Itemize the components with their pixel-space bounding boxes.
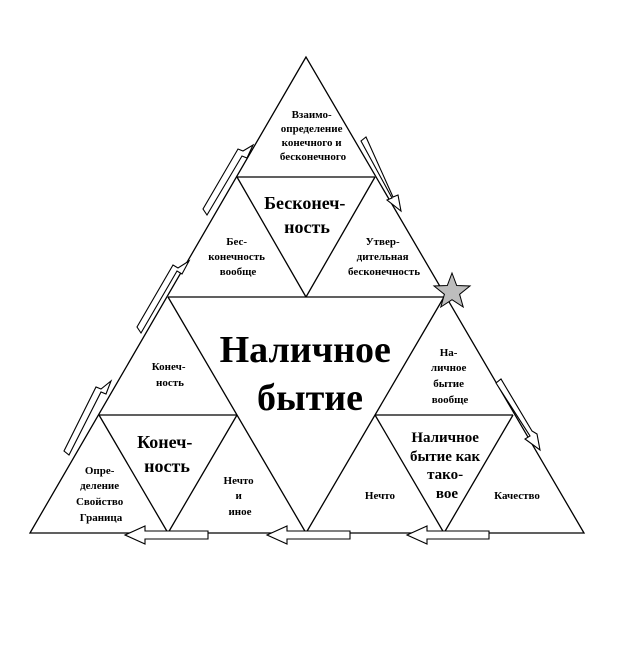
right-left-label: Нечто xyxy=(365,490,396,502)
label-line: Нечто xyxy=(224,475,255,487)
label-line: тако- xyxy=(427,467,463,483)
label-line: Бес- xyxy=(226,236,247,248)
label-line: личное xyxy=(431,362,467,374)
label-line: Нечто xyxy=(365,490,396,502)
center-title-line: бытие xyxy=(257,377,363,419)
label-line: ность xyxy=(144,456,190,476)
star-icon xyxy=(432,271,472,309)
hollow-arrow-icon xyxy=(136,259,191,335)
label-line: Опре- xyxy=(85,465,115,477)
label-line: Качество xyxy=(494,490,540,502)
label-line: Граница xyxy=(80,512,123,524)
hollow-arrow-icon xyxy=(63,379,113,456)
label-line: бытие xyxy=(433,378,464,390)
label-line: Взаимо- xyxy=(292,109,332,121)
arrows-left-edge xyxy=(63,143,255,456)
top-apex-label: Взаимо- определение конечного и бесконеч… xyxy=(280,109,347,163)
right-right-label: Качество xyxy=(494,490,540,502)
hollow-arrow-icon xyxy=(265,525,351,545)
label-line: Конеч- xyxy=(152,361,186,373)
label-line: вообще xyxy=(220,266,257,278)
left-inverted-label: Конеч- ность xyxy=(137,432,197,476)
label-line: Утвер- xyxy=(366,236,400,248)
arrows-right-edge xyxy=(360,136,541,452)
top-right-label: Утвер- дительная бесконечность xyxy=(348,236,420,278)
center-title: Наличное бытие xyxy=(220,329,401,419)
top-sub-line-left xyxy=(236,176,307,298)
label-line: бесконечного xyxy=(280,151,347,163)
top-sub-line-right xyxy=(305,176,376,298)
center-title-line: Наличное xyxy=(220,329,391,371)
label-line: бесконечность xyxy=(348,266,420,278)
label-line: Конеч- xyxy=(137,432,192,452)
right-inverted-label: Наличное бытие как тако- вое xyxy=(410,430,484,502)
left-sub-line-right xyxy=(167,414,238,534)
label-line: определение xyxy=(281,123,343,135)
label-line: ность xyxy=(284,217,330,237)
hollow-arrow-icon xyxy=(405,525,490,545)
arrows-bottom-edge xyxy=(123,525,490,545)
hollow-arrow-icon xyxy=(360,136,402,213)
label-line: деление xyxy=(80,480,119,492)
label-line: вое xyxy=(436,486,458,502)
hollow-arrow-icon xyxy=(495,378,541,452)
right-apex-label: На- личное бытие вообще xyxy=(431,347,469,406)
label-line: конечность xyxy=(208,251,265,263)
label-line: ность xyxy=(156,377,184,389)
label-line: и xyxy=(235,490,242,502)
top-inverted-label: Бесконеч- ность xyxy=(264,193,350,237)
left-apex-label: Конеч- ность xyxy=(152,361,189,389)
label-line: иное xyxy=(228,506,251,518)
right-sub-line-right xyxy=(443,414,514,534)
left-right-label: Нечто и иное xyxy=(224,475,257,518)
label-line: вообще xyxy=(432,394,469,406)
label-line: Свойство xyxy=(76,496,124,508)
label-line: На- xyxy=(440,347,458,359)
label-line: конечного и xyxy=(282,137,343,149)
label-line: бытие как xyxy=(410,449,481,465)
top-left-label: Бес- конечность вообще xyxy=(208,236,268,278)
label-line: дительная xyxy=(357,251,409,263)
left-left-label: Опре- деление Свойство Граница xyxy=(76,465,126,524)
label-line: Бесконеч- xyxy=(264,193,345,213)
hollow-arrow-icon xyxy=(123,525,209,545)
left-sub-line-left xyxy=(98,414,169,534)
right-sub-line-left xyxy=(374,414,445,534)
hollow-arrow-icon xyxy=(202,143,255,217)
label-line: Наличное xyxy=(411,430,479,446)
